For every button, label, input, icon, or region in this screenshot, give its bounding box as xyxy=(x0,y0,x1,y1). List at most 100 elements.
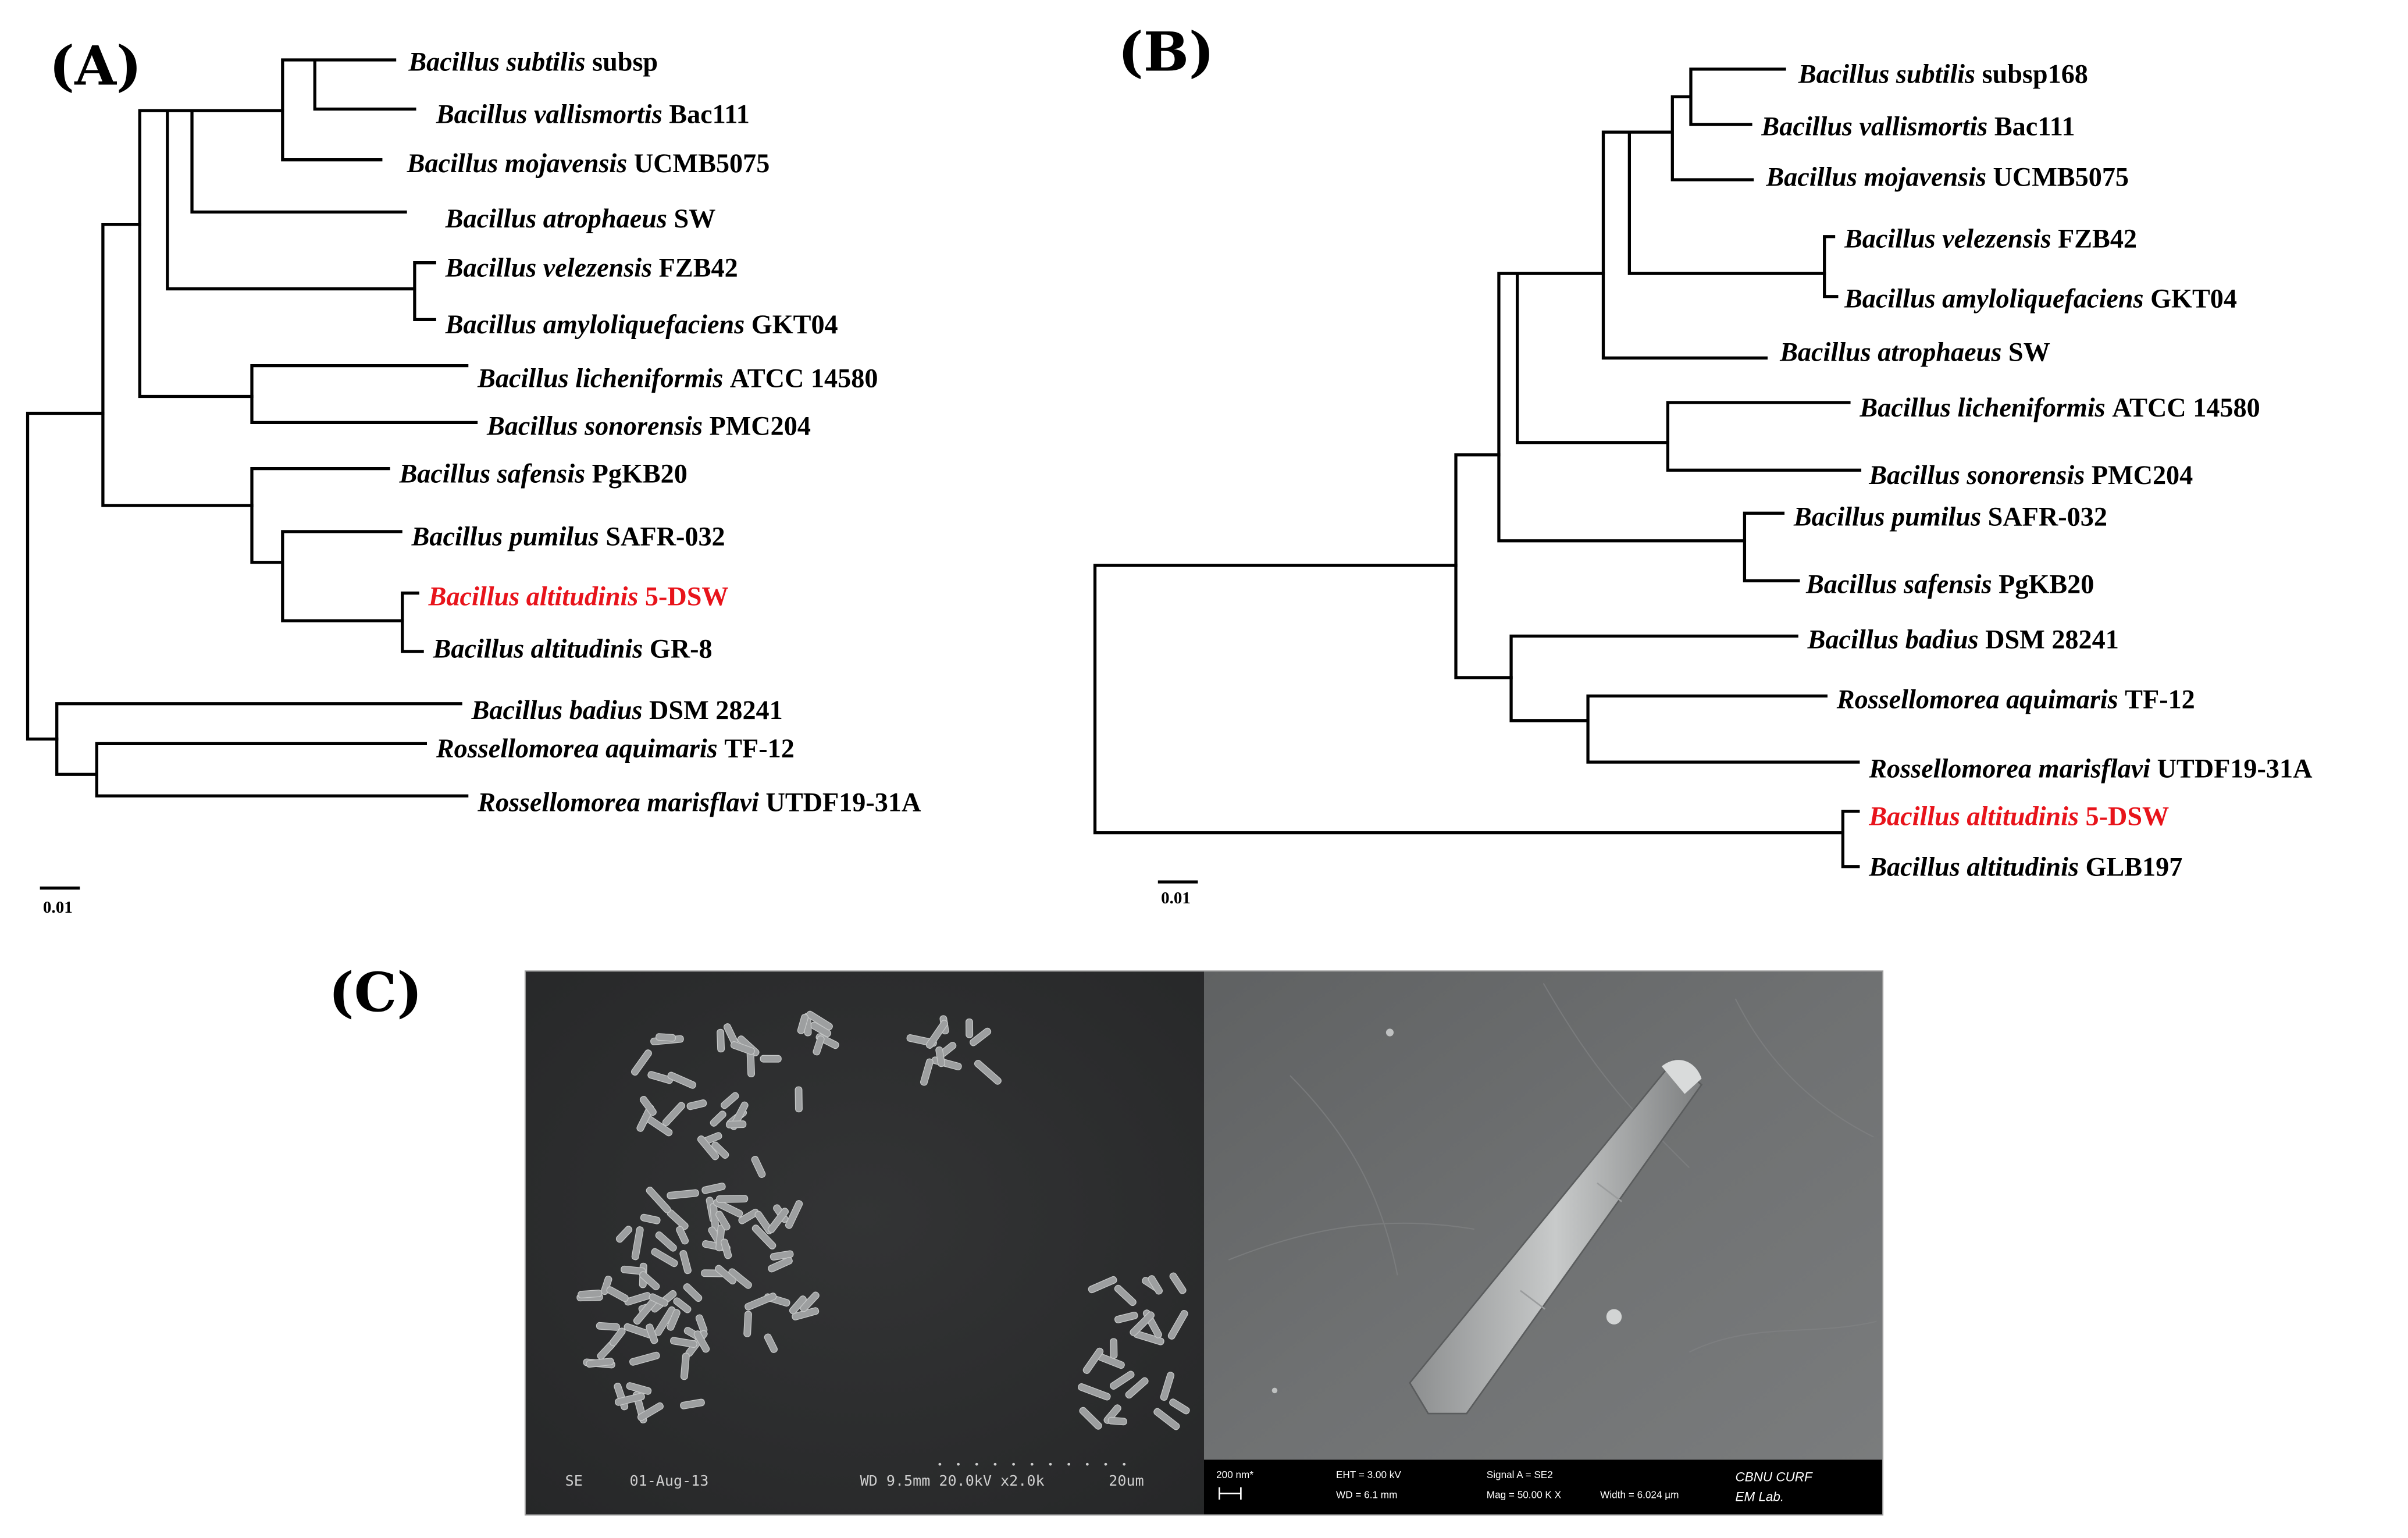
bacterium-rod xyxy=(615,1226,633,1243)
bacterium-rod xyxy=(1167,1309,1188,1340)
tree-b-taxon-aquimaris: Rossellomorea aquimaris TF-12 xyxy=(1836,685,2195,714)
bacterium-rod xyxy=(785,1200,803,1229)
tree-b-labels: Bacillus subtilis subsp168 Bacillus vall… xyxy=(1761,59,2313,882)
bacterium-rod xyxy=(920,1058,934,1086)
tree-a-taxon-marisflavi: Rossellomorea marisflavi UTDF19-31A xyxy=(477,788,921,817)
tree-a-taxon-subtilis: Bacillus subtilis subsp xyxy=(408,47,658,76)
bacterium-rod xyxy=(764,1333,778,1353)
bacterium-rod xyxy=(711,1141,729,1159)
bacterium-rod xyxy=(1079,1407,1102,1430)
tree-a-edge-subtilis-group xyxy=(138,109,254,398)
tree-b-scale-label: 0.01 xyxy=(1161,889,1191,907)
tree-b-taxon-licheniformis: Bacillus licheniformis ATCC 14580 xyxy=(1859,393,2260,422)
sem-right-width: Width = 6.024 µm xyxy=(1600,1489,1679,1500)
bacterium-rod xyxy=(751,1224,776,1249)
tree-b-taxon-sonorensis: Bacillus sonorensis PMC204 xyxy=(1868,460,2193,490)
sem-right-brand-line2: EM Lab. xyxy=(1736,1490,1784,1504)
tree-a-edge-subtilis-core xyxy=(166,109,416,291)
bacterium-rod xyxy=(596,1322,621,1331)
tree-b-edge-outgroup xyxy=(1509,634,1860,764)
sem-left-settings: WD 9.5mm 20.0kV x2.0k xyxy=(860,1472,1045,1489)
tree-a-taxon-sonorensis: Bacillus sonorensis PMC204 xyxy=(486,411,811,440)
bacterium-rod xyxy=(654,1306,676,1336)
sem-right-eht: EHT = 3.00 kV xyxy=(1336,1469,1401,1480)
bacterium-rod xyxy=(974,1059,1002,1085)
bacterium-rod xyxy=(789,1295,807,1315)
tree-a-labels: Bacillus subtilis subsp Bacillus vallism… xyxy=(398,47,921,817)
sem-right-rod-bacterium xyxy=(1409,1059,1703,1415)
tree-a-branches xyxy=(26,58,478,798)
tree-a-edge-altitudinis xyxy=(401,591,424,653)
tree-a-taxon-safensis: Bacillus safensis PgKB20 xyxy=(398,458,687,488)
bacterium-rod xyxy=(683,1283,703,1302)
bacterium-rod xyxy=(680,1352,690,1380)
tree-a-taxon-licheniformis: Bacillus licheniformis ATCC 14580 xyxy=(477,364,878,393)
bacterium-rod xyxy=(649,1293,669,1307)
tree-b-taxon-amyloliquefaciens: Bacillus amyloliquefaciens GKT04 xyxy=(1844,283,2237,313)
panel-a-label: (A) xyxy=(49,34,141,97)
tree-a-edge-outgroup xyxy=(55,702,469,798)
tree-b-edge-main-clade xyxy=(1454,453,1513,679)
bacterium-rod xyxy=(1114,1284,1137,1306)
bacterium-rod xyxy=(730,1041,755,1055)
bacterium-rod xyxy=(1169,1272,1187,1294)
sem-right-signal: Signal A = SE2 xyxy=(1487,1469,1553,1480)
bacterium-rod xyxy=(925,1020,949,1049)
bacterium-rod xyxy=(751,1156,766,1178)
bacterium-rod xyxy=(1082,1347,1104,1374)
tree-b-edge-subtilis-core xyxy=(1601,130,1768,360)
sem-right-scale-label: 200 nm* xyxy=(1216,1469,1253,1480)
bacterium-rod xyxy=(1153,1408,1180,1430)
bacterium-rod xyxy=(1148,1275,1163,1295)
tree-b-edge-velezensis xyxy=(1823,235,1839,298)
tree-b-taxon-atrophaeus: Bacillus atrophaeus SW xyxy=(1779,337,2050,367)
tree-a-scale-label: 0.01 xyxy=(43,898,73,917)
bacterium-rod xyxy=(969,1027,992,1046)
bacterium-rod xyxy=(721,1092,739,1109)
sem-left-scale-dots xyxy=(938,1462,1126,1466)
tree-a-edge-velezensis xyxy=(413,261,436,322)
tree-b-edge-licheniformis xyxy=(1666,401,1862,472)
bacterium-rod xyxy=(965,1018,974,1038)
tree-b-taxon-badius: Bacillus badius DSM 28241 xyxy=(1807,625,2119,654)
tree-b-taxon-velezensis: Bacillus velezensis FZB42 xyxy=(1844,223,2137,253)
bacterium-rod xyxy=(655,1231,677,1252)
bacterium-rod xyxy=(935,1046,946,1067)
bacterium-rod xyxy=(693,1330,710,1353)
bacterium-rod xyxy=(713,1198,743,1217)
tree-a-edge-subtilis-tip xyxy=(281,58,416,162)
bacterium-rod xyxy=(646,1323,658,1344)
tree-a-edge-upper-clade xyxy=(101,222,254,507)
tree-a-taxon-atrophaeus: Bacillus atrophaeus SW xyxy=(445,204,716,233)
bacterium-rod xyxy=(1110,1370,1135,1390)
tree-b-taxon-altitudinis-glb197: Bacillus altitudinis GLB197 xyxy=(1868,852,2182,882)
bacterium-rod xyxy=(586,1358,614,1368)
tree-b-edge-altitudinis xyxy=(1841,809,1860,868)
sem-image-left: SE 01-Aug-13 WD 9.5mm 20.0kV x2.0k 20um xyxy=(525,971,1205,1515)
tree-a-edge-pumilus-group xyxy=(250,467,404,622)
sem-right-wd: WD = 6.1 mm xyxy=(1336,1489,1397,1500)
bacterium-rod xyxy=(701,1183,726,1194)
bacterium-rod xyxy=(629,1351,660,1366)
tree-b-edge-root xyxy=(1093,564,1845,835)
bacterium-rod xyxy=(680,1398,705,1409)
bacterium-rod xyxy=(717,1028,725,1053)
bacterium-rod xyxy=(667,1071,697,1089)
sem-image-right: 200 nm* EHT = 3.00 kV WD = 6.1 mm Signal… xyxy=(1204,971,1883,1515)
bacterium-rod xyxy=(673,1297,692,1313)
bacterium-rod xyxy=(768,1256,793,1273)
tree-a-scale-bar: 0.01 xyxy=(40,887,80,917)
bacterium-rod xyxy=(631,1226,644,1261)
tree-b-taxon-subtilis: Bacillus subtilis subsp168 xyxy=(1798,59,2088,89)
tree-a-taxon-vallismortis: Bacillus vallismortis Bac111 xyxy=(436,99,750,129)
bacterium-rod xyxy=(1130,1311,1155,1337)
bacterium-rod xyxy=(813,1035,825,1056)
bacterium-rod xyxy=(1169,1398,1190,1415)
bacterium-rod xyxy=(745,1293,777,1311)
tree-b-taxon-marisflavi: Rossellomorea marisflavi UTDF19-31A xyxy=(1868,754,2313,784)
bacterium-rod xyxy=(1107,1416,1127,1426)
bacterium-rod xyxy=(656,1033,676,1042)
tree-b-edge-subtilis-tip xyxy=(1627,67,1826,275)
